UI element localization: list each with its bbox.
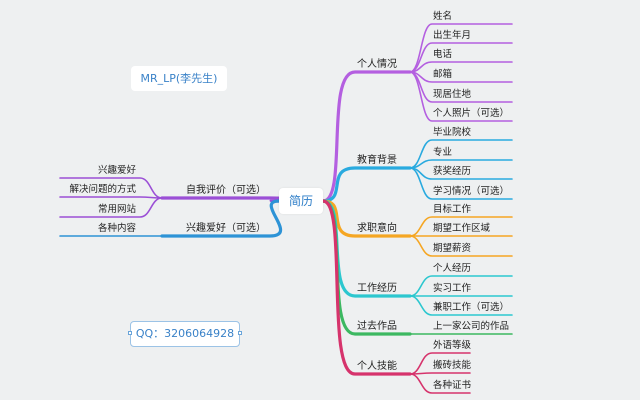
qq-note-box[interactable]: QQ：3206064928 bbox=[128, 321, 242, 347]
leaf-label-personal-1[interactable]: 出生年月 bbox=[433, 30, 472, 41]
leaf-link-skills-1 bbox=[409, 372, 471, 375]
mindmap-links bbox=[59, 23, 513, 394]
leaf-label-self_eval-2[interactable]: 常用网站 bbox=[97, 204, 136, 215]
leaf-label-personal-2[interactable]: 电话 bbox=[433, 49, 453, 60]
leaf-label-work-2[interactable]: 兼职工作（可选） bbox=[433, 302, 510, 313]
leaf-label-work-1[interactable]: 实习工作 bbox=[433, 283, 472, 294]
leaf-label-education-0[interactable]: 毕业院校 bbox=[433, 127, 472, 138]
leaf-link-education-0 bbox=[409, 139, 513, 169]
branch-label-intent[interactable]: 求职意向 bbox=[357, 223, 397, 234]
branch-label-personal[interactable]: 个人情况 bbox=[357, 59, 397, 70]
leaf-label-education-2[interactable]: 获奖经历 bbox=[433, 166, 472, 177]
leaf-label-skills-2[interactable]: 各种证书 bbox=[433, 380, 472, 391]
branch-link-skills bbox=[321, 199, 412, 376]
leaf-link-education-3 bbox=[409, 167, 513, 200]
branch-link-hobby bbox=[160, 199, 283, 238]
leaf-label-self_eval-1[interactable]: 解决问题的方式 bbox=[69, 184, 136, 195]
leaf-label-personal-5[interactable]: 个人照片（可选） bbox=[433, 108, 510, 119]
leaf-label-intent-1[interactable]: 期望工作区域 bbox=[433, 223, 491, 234]
branch-label-education[interactable]: 教育背景 bbox=[357, 155, 397, 166]
leaf-link-work-2 bbox=[409, 295, 513, 316]
leaf-link-self_eval-2 bbox=[59, 197, 163, 218]
leaf-link-personal-2 bbox=[409, 61, 513, 73]
leaf-label-education-3[interactable]: 学习情况（可选） bbox=[433, 186, 510, 197]
branch-label-work[interactable]: 工作经历 bbox=[357, 283, 397, 294]
leaf-label-skills-0[interactable]: 外语等级 bbox=[433, 340, 472, 351]
leaf-label-intent-2[interactable]: 期望薪资 bbox=[433, 243, 472, 254]
branch-label-skills[interactable]: 个人技能 bbox=[357, 361, 397, 372]
resize-handle-left[interactable] bbox=[128, 331, 132, 335]
author-note[interactable]: MR_LP(李先生) bbox=[131, 66, 227, 91]
leaf-link-personal-3 bbox=[409, 71, 513, 83]
branch-link-education bbox=[321, 166, 412, 203]
leaf-label-skills-1[interactable]: 搬砖技能 bbox=[433, 360, 472, 371]
branch-label-portfolio[interactable]: 过去作品 bbox=[357, 321, 397, 332]
leaf-label-intent-0[interactable]: 目标工作 bbox=[433, 204, 472, 215]
leaf-label-portfolio-0[interactable]: 上一家公司的作品 bbox=[433, 321, 510, 332]
leaf-label-self_eval-0[interactable]: 兴趣爱好 bbox=[97, 165, 136, 176]
leaf-link-intent-2 bbox=[409, 235, 513, 257]
leaf-link-self_eval-1 bbox=[59, 196, 163, 199]
leaf-label-personal-3[interactable]: 邮箱 bbox=[433, 69, 453, 80]
branch-label-hobby[interactable]: 兴趣爱好（可选） bbox=[186, 223, 266, 234]
resize-handle-right[interactable] bbox=[238, 331, 242, 335]
leaf-label-personal-0[interactable]: 姓名 bbox=[433, 11, 453, 22]
branch-link-personal bbox=[321, 70, 412, 203]
branch-link-self_eval bbox=[160, 196, 283, 203]
leaf-label-education-1[interactable]: 专业 bbox=[433, 147, 453, 158]
leaf-label-hobby-0[interactable]: 各种内容 bbox=[97, 223, 136, 234]
leaf-label-work-0[interactable]: 个人经历 bbox=[433, 263, 472, 274]
leaf-link-personal-5 bbox=[409, 71, 513, 122]
branch-label-self_eval[interactable]: 自我评价（可选） bbox=[186, 185, 266, 196]
leaf-link-personal-1 bbox=[409, 42, 513, 73]
leaf-link-skills-2 bbox=[409, 373, 471, 394]
leaf-label-personal-4[interactable]: 现居住地 bbox=[433, 89, 472, 100]
qq-note: QQ：3206064928 bbox=[135, 327, 235, 340]
center-topic[interactable]: 简历 bbox=[279, 188, 323, 214]
